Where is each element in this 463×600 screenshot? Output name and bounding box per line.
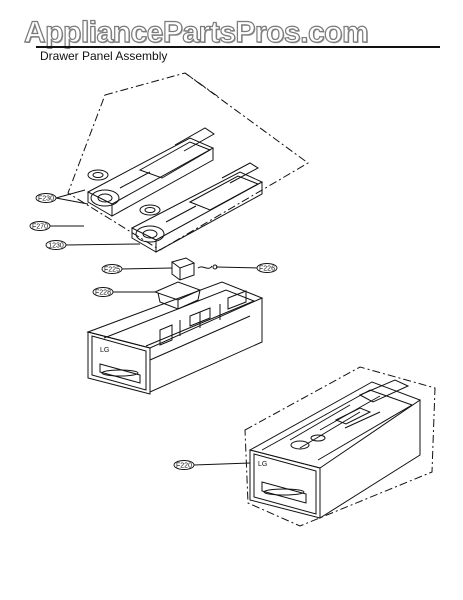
callout-f230: F230 — [35, 193, 57, 203]
svg-text:F225: F225 — [104, 267, 120, 274]
drawer-body — [86, 281, 264, 395]
svg-text:F226: F226 — [259, 266, 275, 273]
svg-text:F220: F220 — [176, 463, 192, 470]
siphon-cap — [170, 257, 196, 281]
group-box-top-inner — [184, 72, 221, 99]
spring-clip — [197, 264, 218, 270]
logo-mark-middle: LG — [100, 347, 109, 354]
header-rule — [36, 46, 440, 48]
svg-text:F230: F230 — [38, 196, 54, 203]
svg-text:F270: F270 — [32, 224, 48, 231]
svg-text:1230: 1230 — [48, 243, 64, 250]
drawer-assembly — [248, 379, 422, 519]
callout-f228: F228 — [92, 287, 114, 297]
callout-f220: F220 — [173, 460, 195, 470]
group-box-bottom — [244, 366, 436, 527]
group-box-top — [67, 72, 309, 251]
watermark: AppliancePartsPros.com — [23, 15, 369, 49]
callout-f270: F270 — [29, 221, 51, 231]
detergent-compartment-lower — [130, 162, 264, 253]
detergent-compartment-upper — [86, 127, 215, 217]
callout-f225: F225 — [101, 264, 123, 274]
callout-f226: F226 — [256, 263, 278, 273]
page-title: Drawer Panel Assembly — [40, 49, 168, 63]
svg-text:F228: F228 — [95, 290, 111, 297]
callout-1230: 1230 — [45, 240, 67, 250]
logo-mark-bottom: LG — [258, 461, 267, 468]
